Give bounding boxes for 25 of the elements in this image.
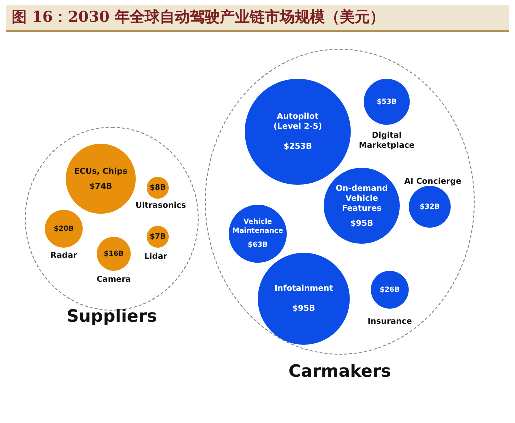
market-value: $95B <box>292 304 316 314</box>
segment-name: ECUs, Chips <box>73 166 129 176</box>
segment-label: AI Concierge <box>404 177 462 187</box>
segment-name: On-demand Vehicle Features <box>334 184 390 214</box>
market-value: $253B <box>282 142 314 152</box>
segment-label: Radar <box>50 251 78 261</box>
market-bubble <box>409 186 451 228</box>
segment-label: Insurance <box>368 317 412 327</box>
market-value: $95B <box>350 218 374 228</box>
market-bubble <box>45 210 83 248</box>
market-bubble <box>364 79 410 125</box>
market-bubble <box>97 237 131 271</box>
segment-name: Autopilot (Level 2-5) <box>272 112 324 132</box>
segment-label: Ultrasonics <box>136 201 186 211</box>
segment-name: Infotainment <box>274 284 334 294</box>
segment-label: Digital Marketplace <box>358 131 416 150</box>
market-bubble <box>371 271 409 309</box>
market-value: $74B <box>88 182 114 192</box>
group-heading: Carmakers <box>288 362 392 382</box>
market-bubble <box>147 226 169 248</box>
figure-title: 图 16：2030 年全球自动驾驶产业链市场规模（美元） <box>6 5 509 32</box>
segment-label: Lidar <box>144 252 168 262</box>
segment-label: Camera <box>96 275 132 285</box>
market-bubble <box>147 177 169 199</box>
group-heading: Suppliers <box>66 307 158 327</box>
